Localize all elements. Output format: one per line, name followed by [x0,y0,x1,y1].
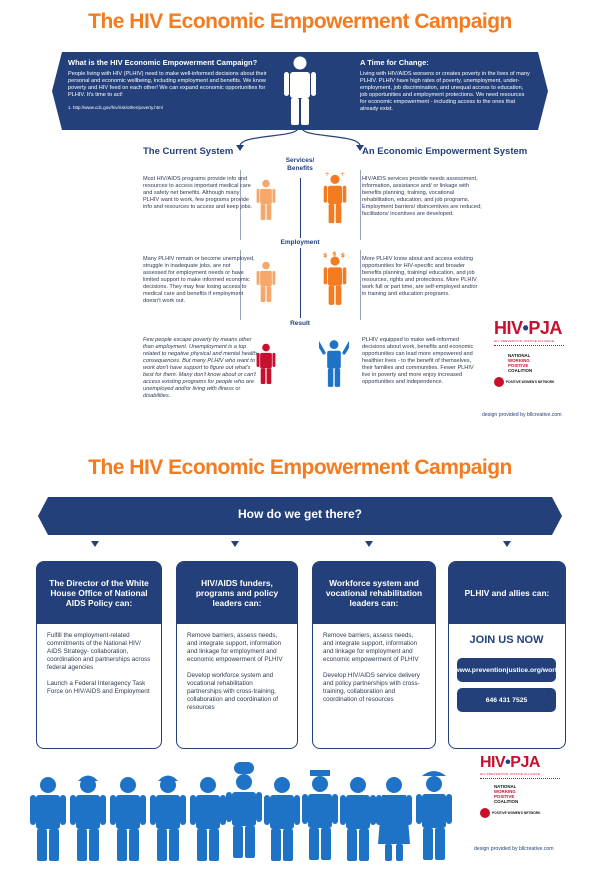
card-workforce: Workforce system and vocational rehabili… [312,561,436,749]
card-2-heading: HIV/AIDS funders, programs and policy le… [177,562,297,624]
card-3-heading: Workforce system and vocational rehabili… [313,562,435,624]
pwn-circle-icon [494,377,504,387]
pwn-logo: POSITIVE WOMEN'S NETWORK [494,377,564,387]
svg-text:$: $ [341,252,345,259]
card-1-point-1: Fulfill the employment-related commitmen… [47,632,151,671]
person-white-icon [284,56,316,125]
stage-services-benefits: Services/ Benefits [285,157,315,172]
intro-left-heading: What is the HIV Economic Empowerment Cam… [68,58,258,67]
question-banner-left-point [38,497,48,535]
card-2-point-2: Develop workforce system and vocational … [187,672,279,711]
current-system-title: The Current System [143,146,234,157]
pwn-logo-bottom: POSITIVE WOMEN'S NETWORK [480,808,560,818]
svg-text:+: + [340,171,345,178]
workers-row-illustration [30,762,452,861]
page-title: The HIV Economic Empowerment Campaign [88,10,512,33]
phone-number[interactable]: 646 431 7525 [457,688,556,712]
person-empower-employment-icon: $ $ $ [323,250,347,305]
intro-left-text: People living with HIV (PLHIV) need to m… [68,71,267,98]
empower-result-text: PLHIV equipped to make well-informed dec… [362,337,474,385]
card-2-point-1: Remove barriers, assess needs, and integ… [187,632,283,663]
logo-divider [494,345,564,349]
arrow-card-3 [365,541,373,547]
person-empower-result-icon [319,339,349,387]
question-text: How do we get there? [237,507,362,521]
intro-source: 1. http://www.cdc.gov/hiv/risk/other/pov… [68,105,163,110]
card-plhiv-allies: PLHIV and allies can: JOIN US NOW www.pr… [448,561,566,749]
bottom-logo-block: HIV•PJA HIV PREVENTION JUSTICE ALLIANCE … [480,754,560,818]
left-flow-line-2 [240,250,241,320]
hiv-pja-logo-bottom: HIV•PJA [480,754,540,771]
svg-text:$: $ [332,250,336,257]
intro-right-text: Living with HIV/AIDS worsens or creates … [360,71,530,112]
arrow-card-2 [231,541,239,547]
logo-divider-bottom [480,778,560,782]
right-flow-line-2 [360,250,361,320]
pwn-circle-icon-bottom [480,808,490,818]
svg-text:$: $ [323,252,327,259]
banner-right-point [538,52,548,130]
svg-text:+: + [324,171,329,178]
hiv-pja-logo: HIV•PJA [494,318,562,338]
current-services-text: Most HIV/AIDS programs provide info and … [143,176,253,210]
top-logo-block: HIV•PJA HIV PREVENTION JUSTICE ALLIANCE … [494,318,564,387]
right-flow-line [360,170,361,240]
card-white-house: The Director of the White House Office o… [36,561,162,749]
card-1-heading: The Director of the White House Office o… [37,562,161,624]
card-3-point-1: Remove barriers, assess needs, and integ… [323,632,419,663]
center-line-2 [300,248,301,318]
empowerment-system-title: An Economic Empowerment System [362,146,528,157]
current-employment-text: Many PLHIV remain or become unemployed, … [143,256,255,304]
empower-services-text: HIV/AIDS services provide needs assessme… [362,176,482,217]
split-arrows [236,128,364,151]
arrow-card-4 [503,541,511,547]
hiv-pja-sub: HIV PREVENTION JUSTICE ALLIANCE [494,339,555,343]
question-banner-right-point [552,497,562,535]
person-current-services-icon [256,179,276,220]
person-current-result-icon [256,343,276,384]
intro-right-heading: A Time for Change: [360,58,429,67]
stage-employment: Employment [280,239,320,246]
website-link[interactable]: www.preventionjustice.org/work [454,658,559,682]
design-credit-bottom: design provided by bllcreative.com [474,846,554,852]
empower-employment-text: More PLHIV know about and access existin… [362,256,478,297]
left-flow-line [240,170,241,240]
card-4-heading: PLHIV and allies can: [449,562,565,624]
question-banner [48,497,552,535]
banner-left-point [52,52,62,130]
nwpc-logo: NATIONAL WORKING POSITIVE COALITION [508,353,533,373]
nwpc-logo-bottom: NATIONAL WORKING POSITIVE COALITION [494,784,519,804]
card-1-point-2: Launch a Federal Interagency Task Force … [47,680,150,695]
person-empower-services-icon: + + [323,171,347,224]
hiv-pja-sub-bottom: HIV PREVENTION JUSTICE ALLIANCE [480,772,541,776]
design-credit-top: design provided by bllcreative.com [482,412,562,418]
card-3-point-2: Develop HIV/AIDS service delivery and po… [323,672,420,703]
bottom-title: The HIV Economic Empowerment Campaign [88,456,512,479]
center-line-1 [300,178,301,238]
stage-result: Result [290,320,310,327]
current-result-text: Few people escape poverty by means other… [143,337,257,399]
join-us-now: JOIN US NOW [469,634,544,646]
arrow-card-1 [91,541,99,547]
person-current-employment-icon [256,261,276,302]
card-hiv-funders: HIV/AIDS funders, programs and policy le… [176,561,298,749]
